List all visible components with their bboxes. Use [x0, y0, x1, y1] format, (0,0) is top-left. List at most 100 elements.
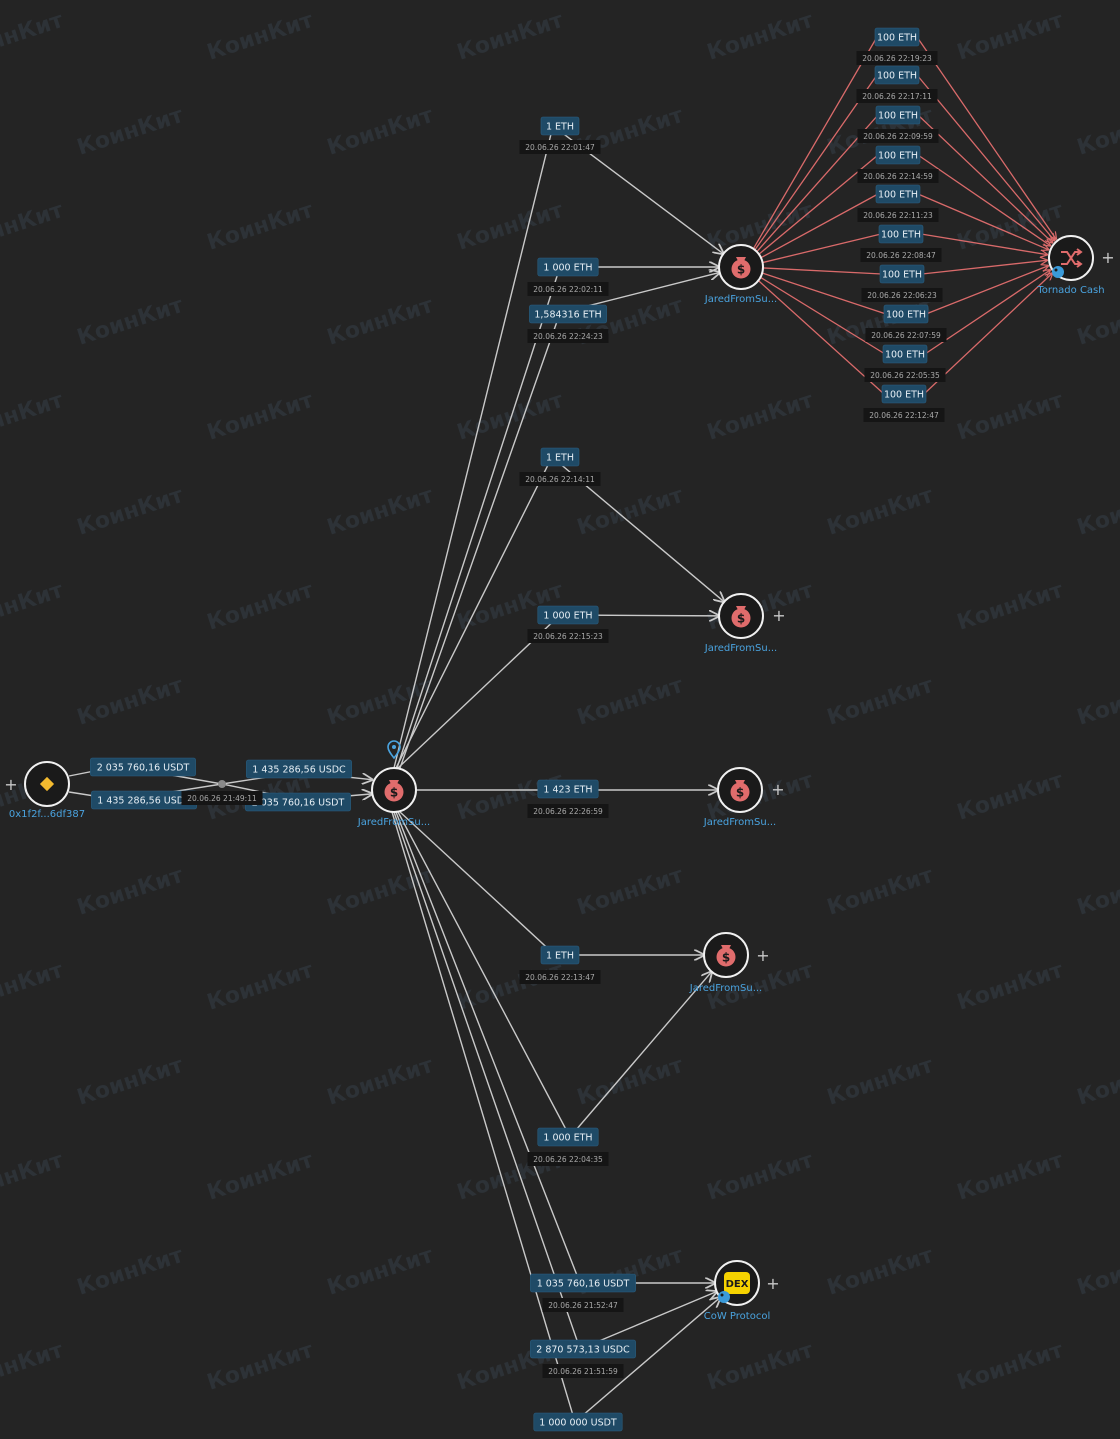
- amount-label[interactable]: 1,584316 ETH: [529, 304, 607, 324]
- amount-label[interactable]: 1 ETH: [540, 945, 580, 965]
- amount-text: 1 423 ETH: [543, 785, 592, 796]
- timestamp-text: 20.06.26 22:12:47: [869, 411, 939, 420]
- mixer-edge-in[interactable]: [762, 267, 883, 275]
- mixer-edge-out[interactable]: [917, 154, 1050, 246]
- amount-text: 2 035 760,16 USDT: [252, 798, 345, 809]
- node-src[interactable]: 0x1f2f...6df387 +: [4, 761, 85, 820]
- amount-label[interactable]: 1 000 ETH: [537, 257, 599, 277]
- timestamp-label: 20.06.26 22:04:35: [527, 1152, 609, 1166]
- watermark-text: КоинКит: [74, 673, 186, 731]
- watermark-text: КоинКит: [824, 863, 936, 921]
- node-name[interactable]: JaredFromSu...: [704, 294, 777, 305]
- amount-label[interactable]: 1 435 286,56 USDC: [91, 790, 197, 810]
- watermark-text: КоинКит: [0, 958, 67, 1016]
- node-w4[interactable]: $JaredFromSu...+: [689, 932, 770, 994]
- mixer-edge-out[interactable]: [921, 260, 1047, 275]
- amount-label[interactable]: 100 ETH: [878, 224, 924, 244]
- amount-text: 1 435 286,56 USDC: [252, 765, 346, 776]
- expand-plus-icon[interactable]: +: [4, 775, 17, 794]
- amount-label[interactable]: 1 423 ETH: [537, 779, 599, 799]
- mixer-edge-in[interactable]: [752, 36, 878, 250]
- node-name[interactable]: JaredFromSu...: [689, 983, 762, 994]
- amount-label[interactable]: 1 035 760,16 USDT: [530, 1273, 636, 1293]
- amount-label[interactable]: 100 ETH: [874, 27, 920, 47]
- amount-label[interactable]: 100 ETH: [875, 145, 921, 165]
- timestamp-text: 20.06.26 22:26:59: [533, 807, 603, 816]
- amount-label[interactable]: 1 000 000 USDT: [533, 1412, 623, 1432]
- edge-main-to-cow[interactable]: [391, 811, 720, 1424]
- mixer-edge-out[interactable]: [917, 193, 1048, 250]
- node-name[interactable]: CoW Protocol: [704, 1311, 770, 1322]
- expand-plus-icon[interactable]: +: [772, 606, 785, 625]
- amount-label[interactable]: 100 ETH: [875, 105, 921, 125]
- amount-label[interactable]: 1 ETH: [540, 116, 580, 136]
- timestamp-bg: [856, 89, 938, 103]
- node-name[interactable]: Tornado Cash: [1036, 285, 1104, 296]
- timestamp-bg: [857, 208, 939, 222]
- timestamp-bg: [519, 970, 601, 984]
- watermark-text: КоинКит: [1074, 673, 1120, 731]
- watermark-text: КоинКит: [824, 1433, 936, 1439]
- money-bag-icon: $: [384, 780, 404, 802]
- amount-label[interactable]: 100 ETH: [883, 304, 929, 324]
- mixer-edge-in[interactable]: [762, 233, 882, 264]
- timestamp-label: 20.06.26 22:26:59: [527, 804, 609, 818]
- expand-plus-icon[interactable]: +: [756, 946, 769, 965]
- mixer-edge-out[interactable]: [916, 36, 1056, 239]
- timestamp-text: 20.06.26 21:51:59: [548, 1367, 618, 1376]
- amount-label-bg: [881, 384, 927, 404]
- timestamp-label: 20.06.26 21:49:11: [181, 791, 263, 805]
- node-name[interactable]: JaredFromSu...: [704, 643, 777, 654]
- amount-label[interactable]: 100 ETH: [875, 184, 921, 204]
- amount-label[interactable]: 1 ETH: [540, 447, 580, 467]
- amount-text: 100 ETH: [886, 310, 926, 321]
- amount-label[interactable]: 1 000 ETH: [537, 605, 599, 625]
- expand-plus-icon[interactable]: +: [1101, 248, 1114, 267]
- mixer-edge-in[interactable]: [760, 276, 886, 355]
- mixer-edge-in[interactable]: [754, 74, 878, 251]
- timestamp-text: 20.06.26 22:19:23: [862, 54, 932, 63]
- timestamp-text: 20.06.26 22:14:59: [863, 172, 933, 181]
- timestamp-bg: [857, 129, 939, 143]
- node-name[interactable]: 0x1f2f...6df387: [9, 809, 85, 820]
- timestamp-bg: [856, 51, 938, 65]
- amount-label[interactable]: 2 035 760,16 USDT: [90, 757, 196, 777]
- amount-label[interactable]: 2 870 573,13 USDC: [530, 1339, 636, 1359]
- money-bag-icon: $: [730, 780, 750, 802]
- mixer-edge-in[interactable]: [757, 280, 885, 395]
- node-main[interactable]: $ JaredFromSu...: [357, 740, 430, 828]
- amount-label[interactable]: 1 000 ETH: [537, 1127, 599, 1147]
- node-tornado[interactable]: Tornado Cash +: [1036, 235, 1115, 296]
- node-name[interactable]: JaredFromSu...: [357, 817, 430, 828]
- mixer-edge-out[interactable]: [917, 114, 1053, 243]
- amount-label[interactable]: 100 ETH: [874, 65, 920, 85]
- amount-label-bg: [530, 1339, 636, 1359]
- mixer-edge-out[interactable]: [925, 266, 1048, 315]
- watermark-text: КоинКит: [704, 8, 816, 66]
- watermark-text: КоинКит: [204, 198, 316, 256]
- amount-label[interactable]: 100 ETH: [879, 264, 925, 284]
- label-layer: 2 035 760,16 USDT 1 435 286,56 USDC 1 435 …: [90, 27, 947, 1432]
- amount-label[interactable]: 100 ETH: [881, 384, 927, 404]
- watermark-text: КоинКит: [74, 863, 186, 921]
- amount-label-bg: [533, 1412, 623, 1432]
- timestamp-bg: [527, 282, 609, 296]
- mixer-edge-out[interactable]: [916, 74, 1054, 241]
- node-w3[interactable]: $ JaredFromSu... +: [703, 767, 785, 828]
- expand-plus-icon[interactable]: +: [766, 1274, 779, 1293]
- mixer-edge-in[interactable]: [761, 272, 887, 315]
- node-name[interactable]: JaredFromSu...: [703, 817, 776, 828]
- amount-label[interactable]: 100 ETH: [882, 344, 928, 364]
- timestamp-text: 20.06.26 22:02:11: [533, 285, 603, 294]
- mixer-edge-out[interactable]: [920, 233, 1047, 255]
- amount-label[interactable]: 1 435 286,56 USDC: [246, 759, 352, 779]
- mixer-edge-in[interactable]: [760, 193, 879, 259]
- node-w2[interactable]: $JaredFromSu...+: [704, 593, 786, 654]
- amount-label-bg: [874, 27, 920, 47]
- node-w1[interactable]: $JaredFromSu...: [704, 244, 777, 305]
- watermark-text: КоинКит: [704, 388, 816, 446]
- watermark-text: КоинКит: [954, 1338, 1066, 1396]
- watermark-text: КоинКит: [1074, 863, 1120, 921]
- expand-plus-icon[interactable]: +: [771, 780, 784, 799]
